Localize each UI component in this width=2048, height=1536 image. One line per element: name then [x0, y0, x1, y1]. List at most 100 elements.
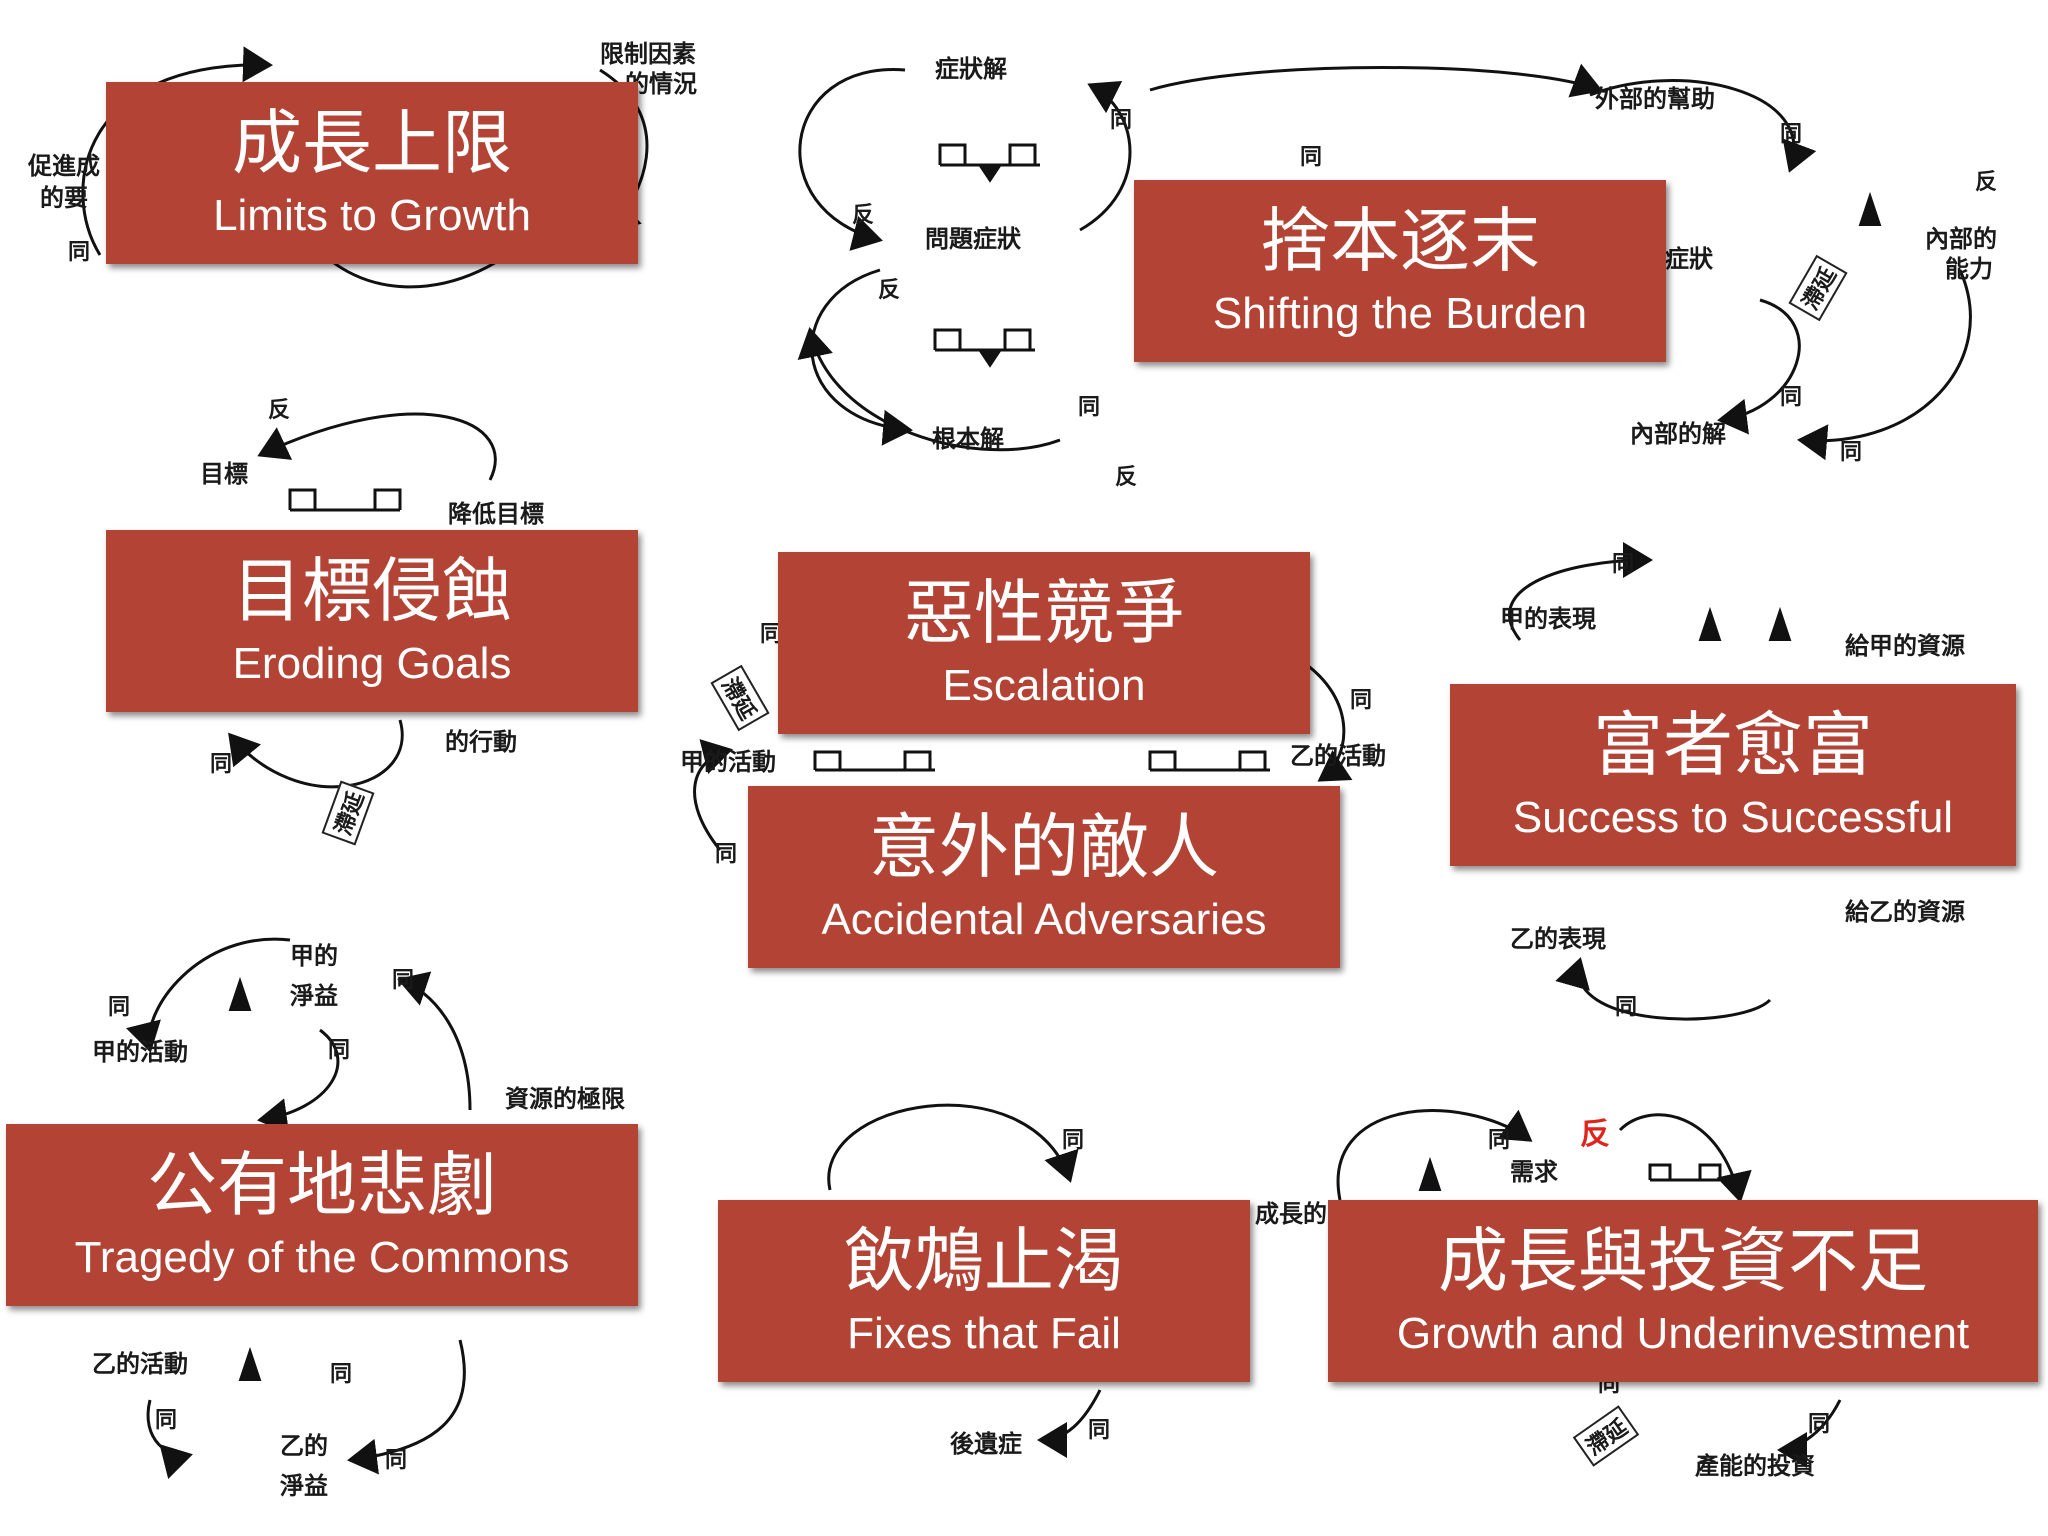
card-title-en: Accidental Adversaries [821, 895, 1267, 945]
card-accidental-adversaries[interactable]: 意外的敵人 Accidental Adversaries [748, 786, 1340, 968]
label-limit-condition: 限制因素 [600, 39, 696, 68]
polarity-same: 同 [715, 841, 738, 867]
card-escalation[interactable]: 惡性競爭 Escalation [778, 552, 1310, 734]
polarity-same: 同 [760, 621, 783, 647]
loop-arrow [81, 46, 273, 256]
polarity-same: 同 [1300, 144, 1323, 170]
loop-arrow [257, 412, 497, 481]
polarity-same: 同 [1488, 1127, 1511, 1153]
label-internal-capacity: 內部的 [1925, 224, 1997, 253]
polarity-same: 同 [1612, 551, 1635, 577]
loop-arrow [228, 719, 404, 789]
polarity-opposite: 反 [878, 277, 901, 303]
label-resource-limit: 資源的極限 [505, 1084, 625, 1113]
polarity-same: 同 [328, 1037, 351, 1063]
label-b-net-gain-2: 淨益 [280, 1471, 328, 1500]
label-a-activity-commons: 甲的活動 [92, 1037, 188, 1066]
polarity-same: 同 [385, 1447, 408, 1473]
card-title-zh: 公有地悲劇 [147, 1144, 497, 1227]
card-title-zh: 成長上限 [232, 102, 512, 185]
polarity-opposite: 反 [852, 202, 875, 228]
balance-icon [813, 750, 935, 772]
tree-icon [1768, 606, 1792, 641]
label-capacity-investment: 產能的投資 [1695, 1451, 1815, 1480]
loop-arrow [1618, 1113, 1752, 1203]
polarity-same: 同 [392, 967, 415, 993]
loop-arrow [126, 937, 291, 1053]
label-growth-partial: 成長的 [1255, 1199, 1327, 1228]
card-title-en: Fixes that Fail [847, 1309, 1121, 1359]
loop-arrow [347, 1339, 466, 1475]
balance-icon [1148, 750, 1270, 772]
polarity-same: 同 [330, 1361, 353, 1387]
label-goal: 目標 [200, 459, 248, 488]
card-title-zh: 目標侵蝕 [232, 550, 512, 633]
label-internal-capacity-2: 能力 [1945, 254, 1993, 283]
card-growth-and-underinvestment[interactable]: 成長與投資不足 Growth and Underinvestment [1328, 1200, 2038, 1382]
loop-arrow [1336, 1109, 1533, 1201]
polarity-same: 同 [1350, 687, 1373, 713]
loop-arrow [1777, 1399, 1842, 1468]
loop-arrow [1717, 298, 1801, 435]
card-title-en: Growth and Underinvestment [1396, 1309, 1970, 1359]
label-b-activity-commons: 乙的活動 [92, 1349, 188, 1378]
loop-arrow [1299, 658, 1353, 782]
label-problem-symptom: 問題症狀 [925, 224, 1021, 253]
loop-arrow [1149, 63, 1603, 98]
polarity-same: 同 [68, 239, 91, 265]
tree-icon [1698, 606, 1722, 641]
loop-arrow [827, 1103, 1079, 1191]
tree-icon [1418, 1156, 1442, 1191]
card-tragedy-of-the-commons[interactable]: 公有地悲劇 Tragedy of the Commons [6, 1124, 638, 1306]
label-side-effect: 後遺症 [950, 1429, 1022, 1458]
label-growth-driver: 促進成 [28, 151, 100, 180]
label-growth-driver-2: 的要 [40, 183, 88, 212]
polarity-opposite: 反 [268, 397, 291, 423]
balance-icon [1648, 1163, 1722, 1182]
loop-arrow [798, 68, 906, 251]
loop-arrow [146, 1399, 193, 1479]
polarity-same: 同 [155, 1407, 178, 1433]
polarity-same: 同 [108, 994, 131, 1020]
loop-arrow [810, 268, 913, 446]
loop-arrow [693, 739, 733, 851]
label-a-net-gain: 甲的 [290, 941, 338, 970]
label-a-activity: 甲的活動 [680, 747, 776, 776]
loop-arrow [1507, 542, 1653, 641]
card-limits-to-growth[interactable]: 成長上限 Limits to Growth [106, 82, 638, 264]
tree-icon [238, 1346, 262, 1381]
label-symptom-fix: 症狀解 [935, 54, 1007, 83]
polarity-same: 同 [1062, 1127, 1085, 1153]
loop-arrow [1589, 79, 1817, 173]
card-eroding-goals[interactable]: 目標侵蝕 Eroding Goals [106, 530, 638, 712]
balance-icon [938, 143, 1040, 183]
label-resources-to-b: 給乙的資源 [1845, 897, 1965, 926]
card-title-zh: 意外的敵人 [869, 806, 1219, 889]
card-title-en: Escalation [942, 661, 1146, 711]
loop-arrow [1079, 81, 1132, 232]
label-resources-to-a: 給甲的資源 [1845, 631, 1965, 660]
card-title-en: Limits to Growth [213, 191, 531, 241]
label-symptom-short: 症狀 [1665, 244, 1713, 273]
card-title-en: Eroding Goals [232, 639, 512, 689]
polarity-same: 同 [1088, 1417, 1111, 1443]
polarity-opposite: 反 [1975, 169, 1998, 195]
loop-arrow [1037, 1389, 1102, 1458]
label-demand: 需求 [1510, 1157, 1558, 1186]
card-title-en: Shifting the Burden [1212, 289, 1588, 339]
card-fixes-that-fail[interactable]: 飲鴆止渴 Fixes that Fail [718, 1200, 1250, 1382]
label-a-performance: 甲的表現 [1500, 604, 1596, 633]
polarity-opposite: 反 [1115, 464, 1138, 490]
loop-arrow [397, 971, 472, 1111]
card-shifting-the-burden[interactable]: 捨本逐末 Shifting the Burden [1134, 180, 1666, 362]
card-title-zh: 富者愈富 [1593, 704, 1873, 787]
card-title-zh: 捨本逐末 [1260, 200, 1540, 283]
card-title-zh: 飲鴆止渴 [844, 1220, 1124, 1303]
label-b-net-gain: 乙的 [280, 1431, 328, 1460]
polarity-same: 同 [1078, 394, 1101, 420]
loop-arrow [1797, 269, 1972, 461]
polarity-same: 同 [1808, 1411, 1831, 1437]
card-success-to-successful[interactable]: 富者愈富 Success to Successful [1450, 684, 2016, 866]
tree-icon [1858, 191, 1882, 226]
label-internal-fix: 內部的解 [1630, 419, 1726, 448]
